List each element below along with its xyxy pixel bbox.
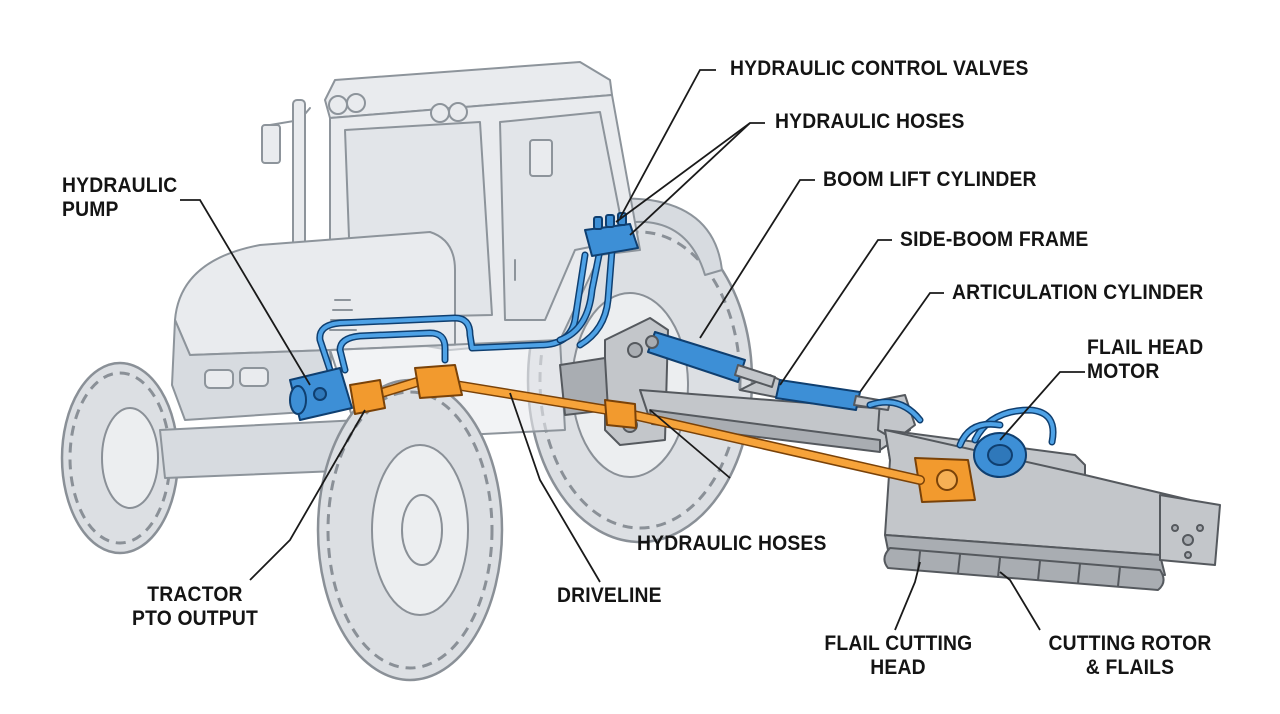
label-hydraulic-control-valves: HYDRAULIC CONTROL VALVES <box>730 57 1029 80</box>
flail-cutting-head <box>883 429 1221 591</box>
label-hydraulic-hoses-lower: HYDRAULIC HOSES <box>637 532 827 555</box>
label-articulation-cylinder: ARTICULATION CYLINDER <box>952 281 1204 304</box>
label-flail-head-motor: FLAIL HEAD MOTOR <box>1087 336 1204 383</box>
label-hydraulic-hoses-upper: HYDRAULIC HOSES <box>775 110 965 133</box>
boom-lift-cylinder <box>645 331 776 388</box>
flail-head-motor <box>973 432 1027 478</box>
label-driveline: DRIVELINE <box>557 584 662 607</box>
tractor-body <box>60 61 754 682</box>
hydraulic-hose-lines <box>316 246 1057 449</box>
front-left-wheel <box>60 361 180 555</box>
label-tractor-pto-output: TRACTOR PTO OUTPUT <box>131 583 258 630</box>
hydraulic-control-valves <box>584 212 639 257</box>
label-flail-cutting-head: FLAIL CUTTING HEAD <box>824 632 973 679</box>
label-boom-lift-cylinder: BOOM LIFT CYLINDER <box>823 168 1037 191</box>
leader-lines <box>180 69 1085 631</box>
label-cutting-rotor-flails: CUTTING ROTOR & FLAILS <box>1048 632 1212 679</box>
hydraulic-pump <box>289 367 353 421</box>
label-hydraulic-pump: HYDRAULIC PUMP <box>62 174 178 221</box>
front-right-wheel <box>316 378 504 682</box>
label-side-boom-frame: SIDE-BOOM FRAME <box>900 228 1089 251</box>
flail-gearbox <box>914 457 976 503</box>
